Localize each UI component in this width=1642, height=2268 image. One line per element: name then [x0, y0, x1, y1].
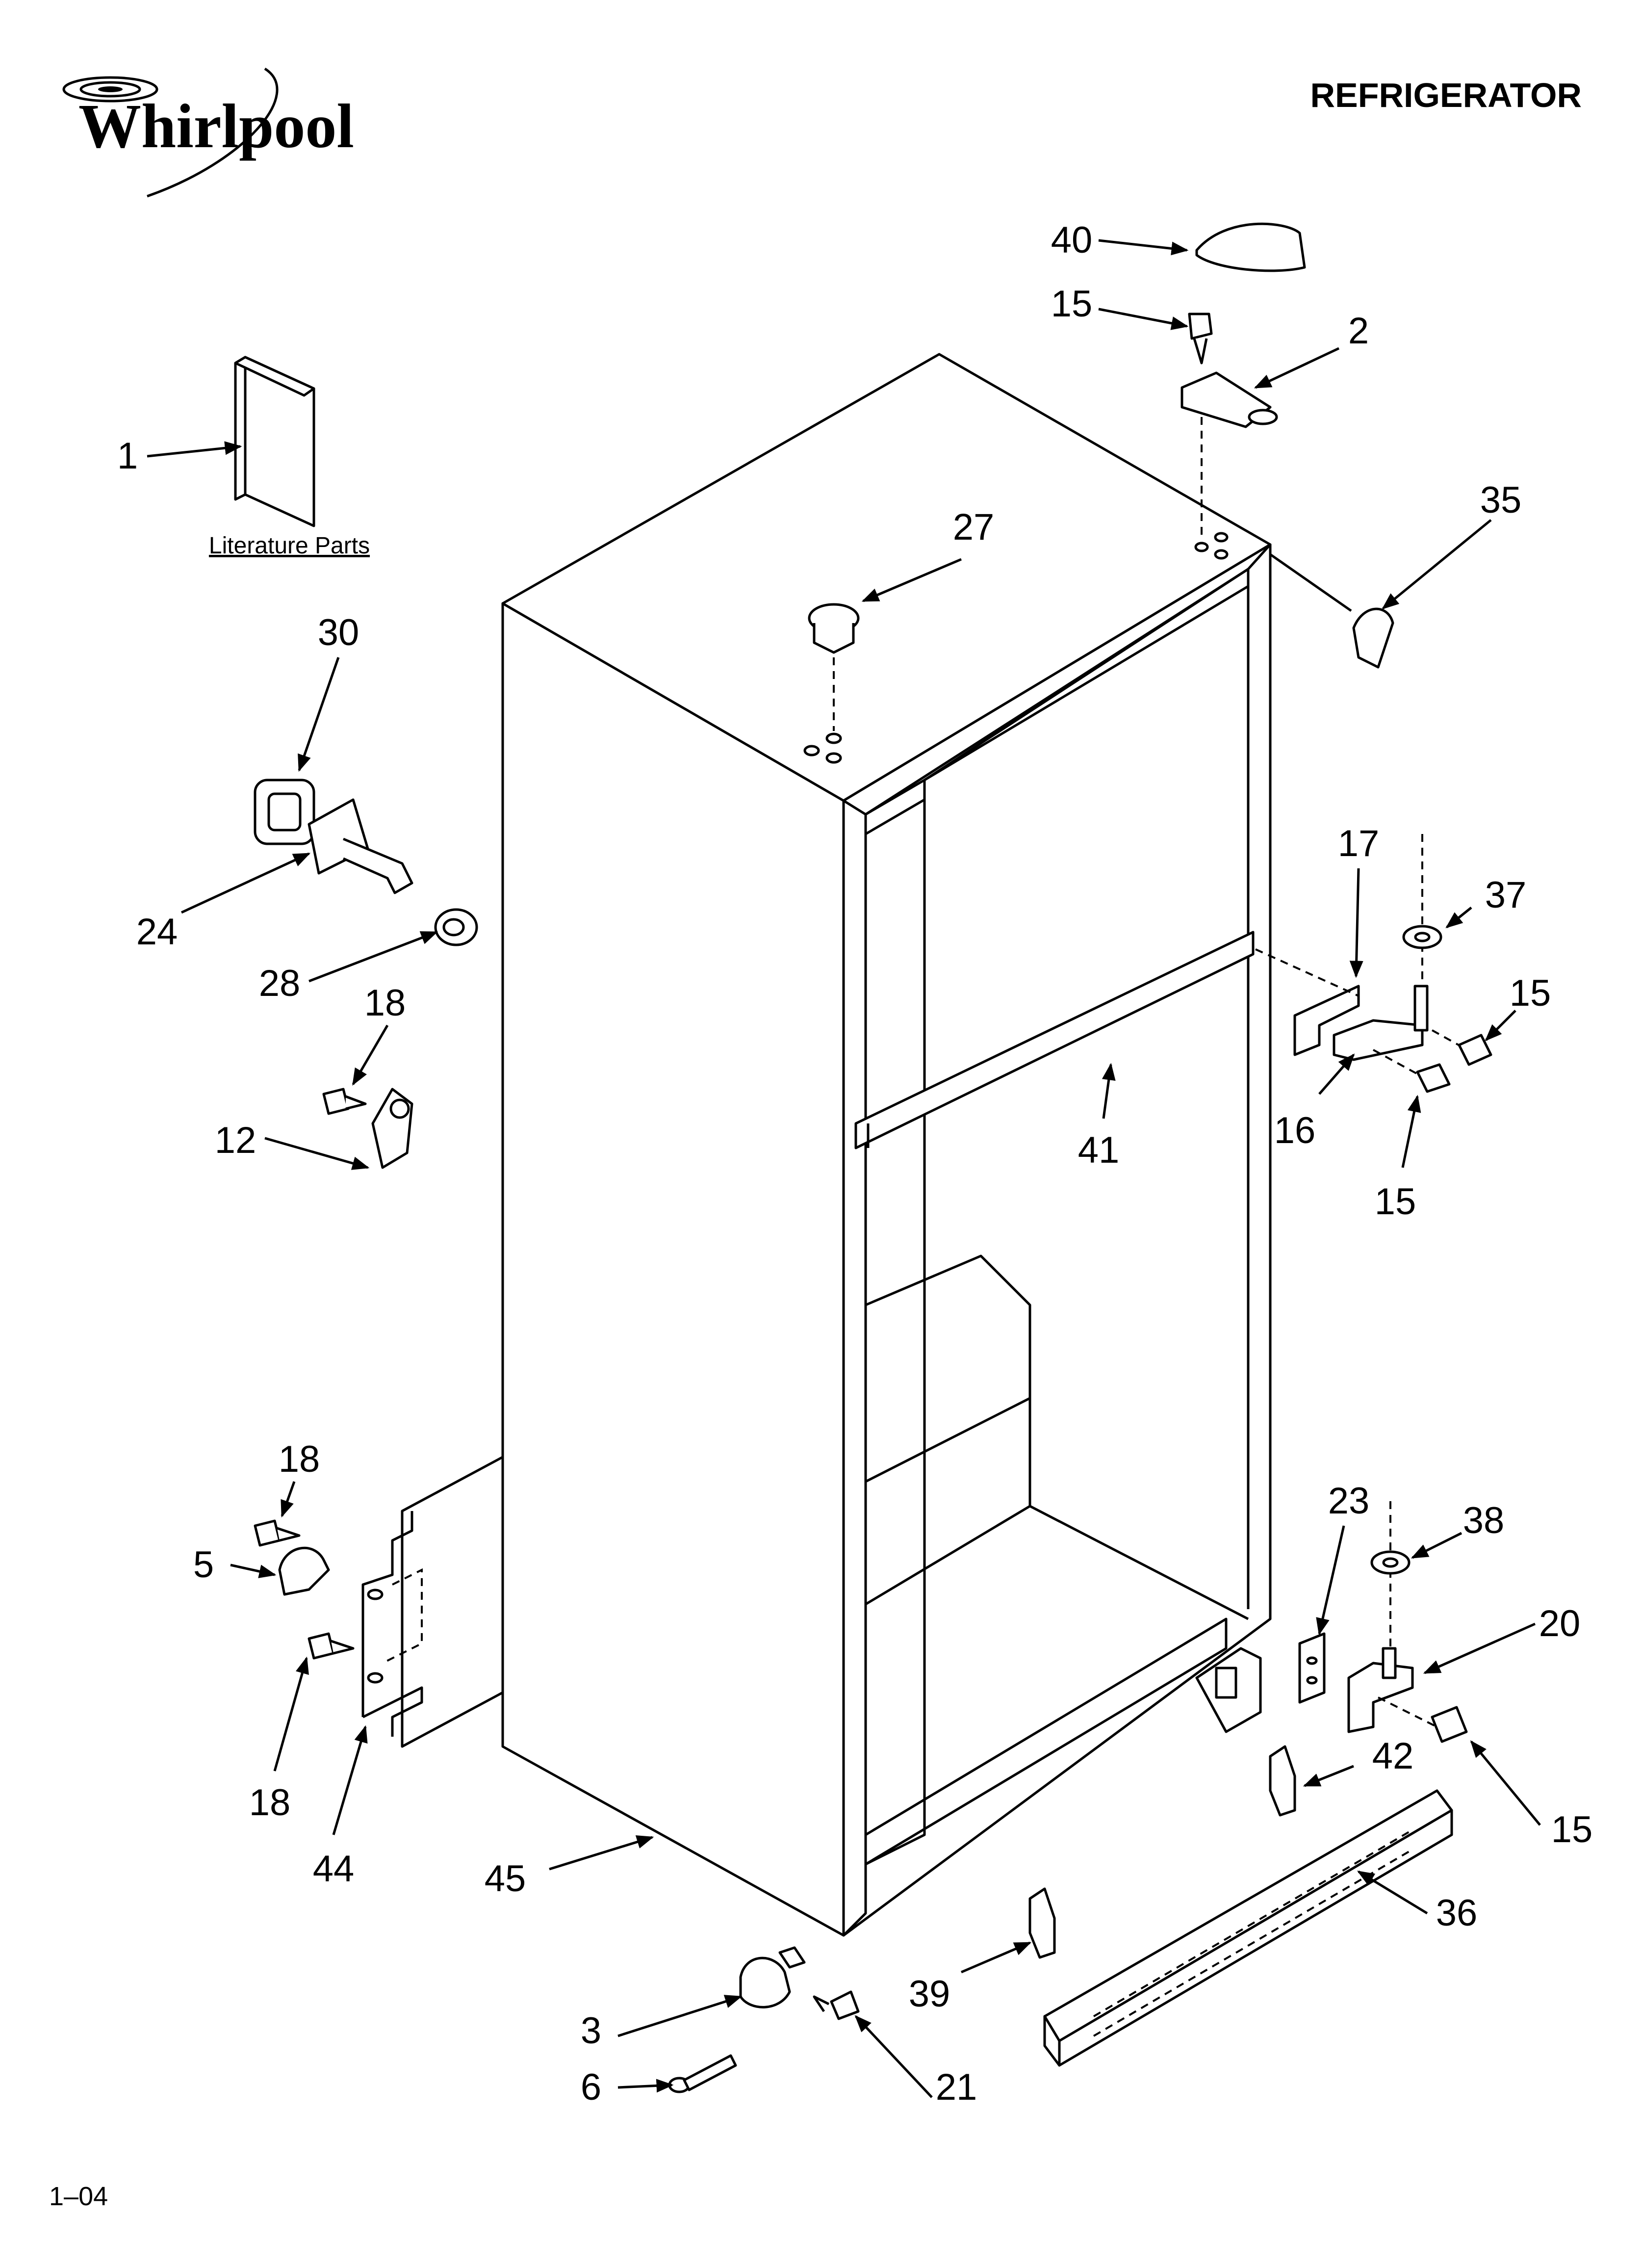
callout-23: 23: [1328, 1480, 1370, 1522]
callout-12: 12: [215, 1120, 257, 1161]
callout-18-left-a: 18: [279, 1438, 320, 1480]
washer-part-37: [1402, 925, 1442, 949]
clip-part-39: [1028, 1887, 1056, 1959]
callout-30: 30: [318, 612, 359, 653]
callout-28: 28: [259, 963, 301, 1004]
callout-labels: 1 2 40 15 35 27 30 24 28 18 12 41 17 37 …: [117, 219, 1592, 2108]
hinge-cap-part-35: [1269, 553, 1394, 669]
callout-38: 38: [1463, 1500, 1505, 1541]
screw-part-18-left-a: [254, 1519, 301, 1547]
center-hinge-part-16: [1293, 985, 1429, 1061]
callout-17: 17: [1338, 823, 1380, 864]
top-hinge-part-2: [1180, 371, 1278, 535]
callout-5: 5: [193, 1544, 214, 1586]
callout-41: 41: [1078, 1129, 1120, 1171]
toe-grille-part-36: [1043, 1789, 1453, 2067]
shim-part-23: [1298, 1632, 1326, 1704]
callout-3: 3: [581, 2010, 601, 2052]
screw-part-15-bottom: [1431, 1706, 1468, 1743]
bracket-part-24: [308, 798, 413, 894]
roller-part-3: [739, 1946, 806, 2008]
callout-44: 44: [313, 1848, 355, 1890]
bracket-part-44: [361, 1511, 423, 1737]
clip-part-42: [1269, 1745, 1296, 1817]
callout-15-top: 15: [1051, 283, 1093, 325]
callout-2: 2: [1348, 310, 1369, 352]
literature-caption: Literature Parts: [209, 533, 370, 559]
callout-6: 6: [581, 2066, 601, 2108]
callout-20: 20: [1539, 1603, 1581, 1644]
screw-part-15-mid-a: [1458, 1034, 1492, 1066]
pin-part-6: [668, 2054, 737, 2093]
screw-part-15-mid-b: [1416, 1063, 1451, 1093]
literature-parts-booklet: [234, 356, 315, 527]
callout-21: 21: [936, 2066, 977, 2108]
top-mounting-holes: [803, 532, 1229, 764]
screw-part-18-left-b: [308, 1632, 355, 1660]
bottom-hinge-part-20: [1347, 1647, 1414, 1733]
callout-15-mid-a: 15: [1510, 972, 1551, 1014]
page-title: REFRIGERATOR: [1310, 76, 1582, 114]
leader-arrows: [147, 239, 1541, 2098]
revision-code: 1–04: [49, 2182, 108, 2211]
hinge-cover-part-40: [1195, 222, 1306, 272]
callout-36: 36: [1436, 1892, 1478, 1934]
callout-40: 40: [1051, 219, 1093, 261]
callout-35: 35: [1480, 479, 1522, 521]
divider-bar-part: [854, 931, 1255, 1149]
screw-part-15-top: [1188, 313, 1213, 365]
callout-42: 42: [1372, 1735, 1414, 1777]
hinge-part-12: [371, 1088, 413, 1169]
cabinet-body: [401, 353, 1272, 1937]
callout-39: 39: [909, 1973, 950, 2015]
plug-part-27: [808, 603, 860, 731]
callout-1: 1: [117, 435, 138, 477]
screw-part-18-upper: [322, 1088, 367, 1115]
callout-15-mid-b: 15: [1375, 1181, 1416, 1223]
hinge-guide-line: [1255, 948, 1359, 997]
callout-24: 24: [136, 911, 178, 953]
callout-16: 16: [1274, 1110, 1316, 1151]
whirlpool-logo: Whirlpool: [62, 67, 354, 198]
callout-18-upper: 18: [364, 982, 406, 1024]
seal-part-30: [254, 779, 315, 845]
callout-27: 27: [953, 506, 995, 548]
brand-name: Whirlpool: [78, 91, 354, 161]
bottom-hinge-cabinet: [1195, 1647, 1262, 1733]
callout-37: 37: [1485, 874, 1527, 916]
callout-18-left-b: 18: [249, 1782, 291, 1824]
washer-part-38: [1370, 1550, 1411, 1575]
grommet-part-28: [434, 908, 478, 946]
screw-part-21: [813, 1990, 860, 2020]
callout-15-bottom: 15: [1551, 1809, 1593, 1851]
callout-45: 45: [485, 1858, 526, 1900]
clamp-part-5: [278, 1546, 330, 1596]
